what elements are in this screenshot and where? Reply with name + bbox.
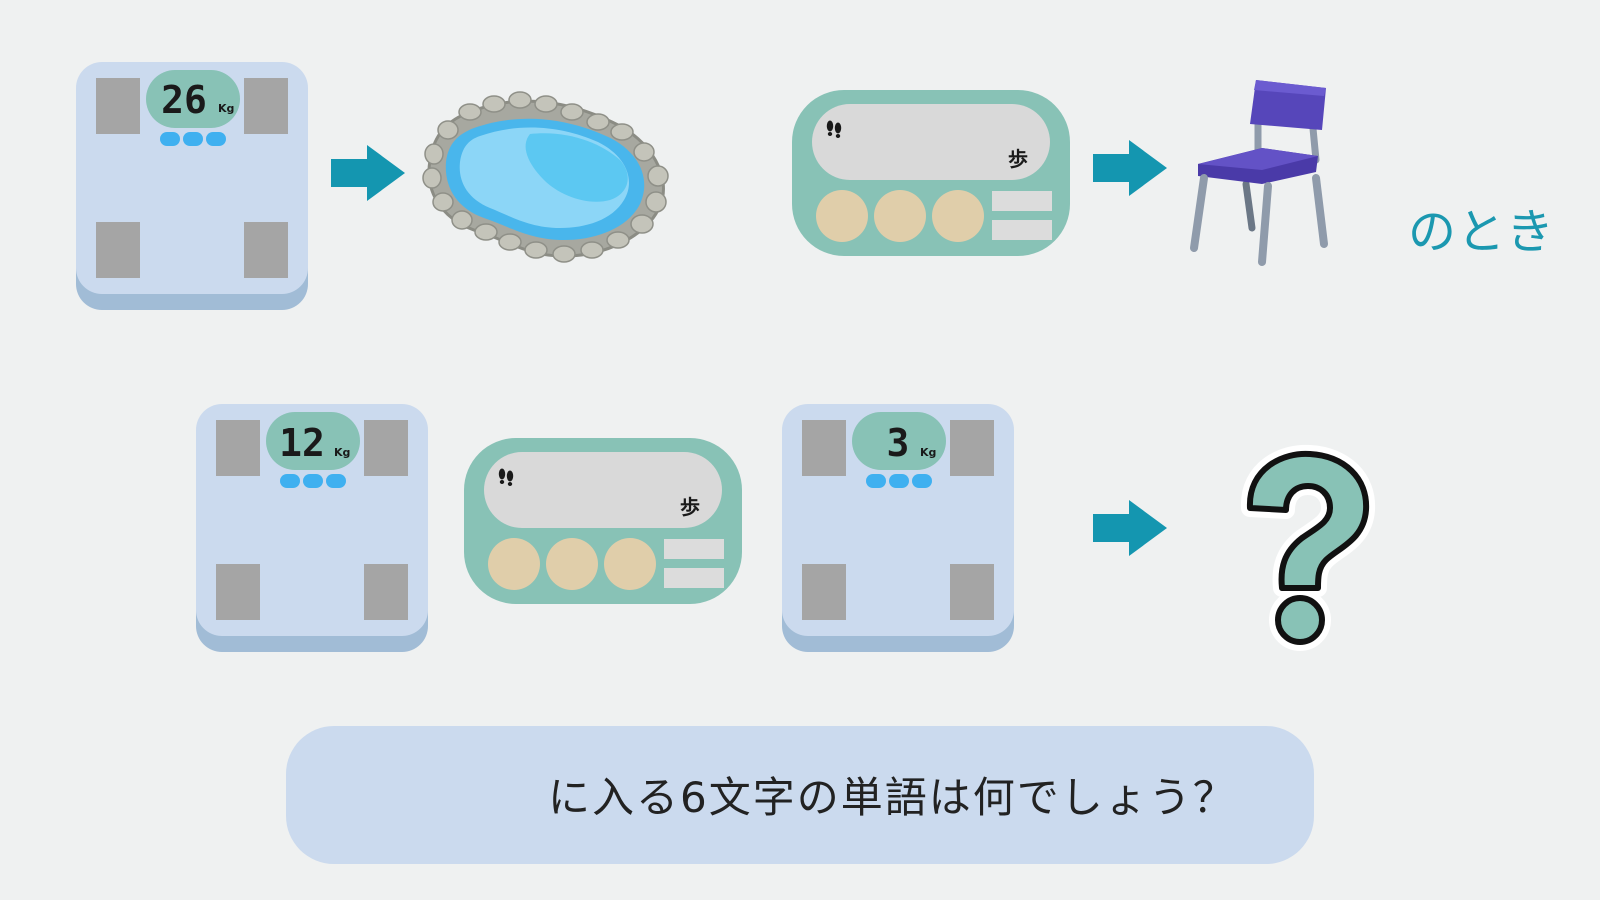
scale-reading: 3 [887,421,910,465]
scale-icon: 26 Kg [76,62,308,310]
scale-icon: 12 Kg [196,404,428,652]
question-banner [286,726,1314,864]
pedometer-unit: 歩 [680,495,700,519]
chair-icon [1190,80,1328,266]
scale-reading: 12 [279,421,325,465]
scale-unit: Kg [218,102,234,115]
pedometer-unit: 歩 [1008,147,1028,171]
pedometer-icon: 歩 [792,90,1070,256]
arrow-right-icon [1093,500,1167,556]
scale-unit: Kg [334,446,350,459]
suffix-label: のとき [1408,204,1556,260]
question-text: に入る6文字の単語は何でしょう？ [548,773,1237,822]
pond-icon [422,91,669,263]
arrow-right-icon [1093,140,1167,196]
scale-unit: Kg [920,446,936,459]
arrow-right-icon [331,145,405,201]
pedometer-icon: 歩 [464,438,742,604]
scale-icon: 3 Kg [782,404,1014,652]
scale-reading: 26 [161,78,207,122]
question-mark-icon [1240,444,1376,651]
